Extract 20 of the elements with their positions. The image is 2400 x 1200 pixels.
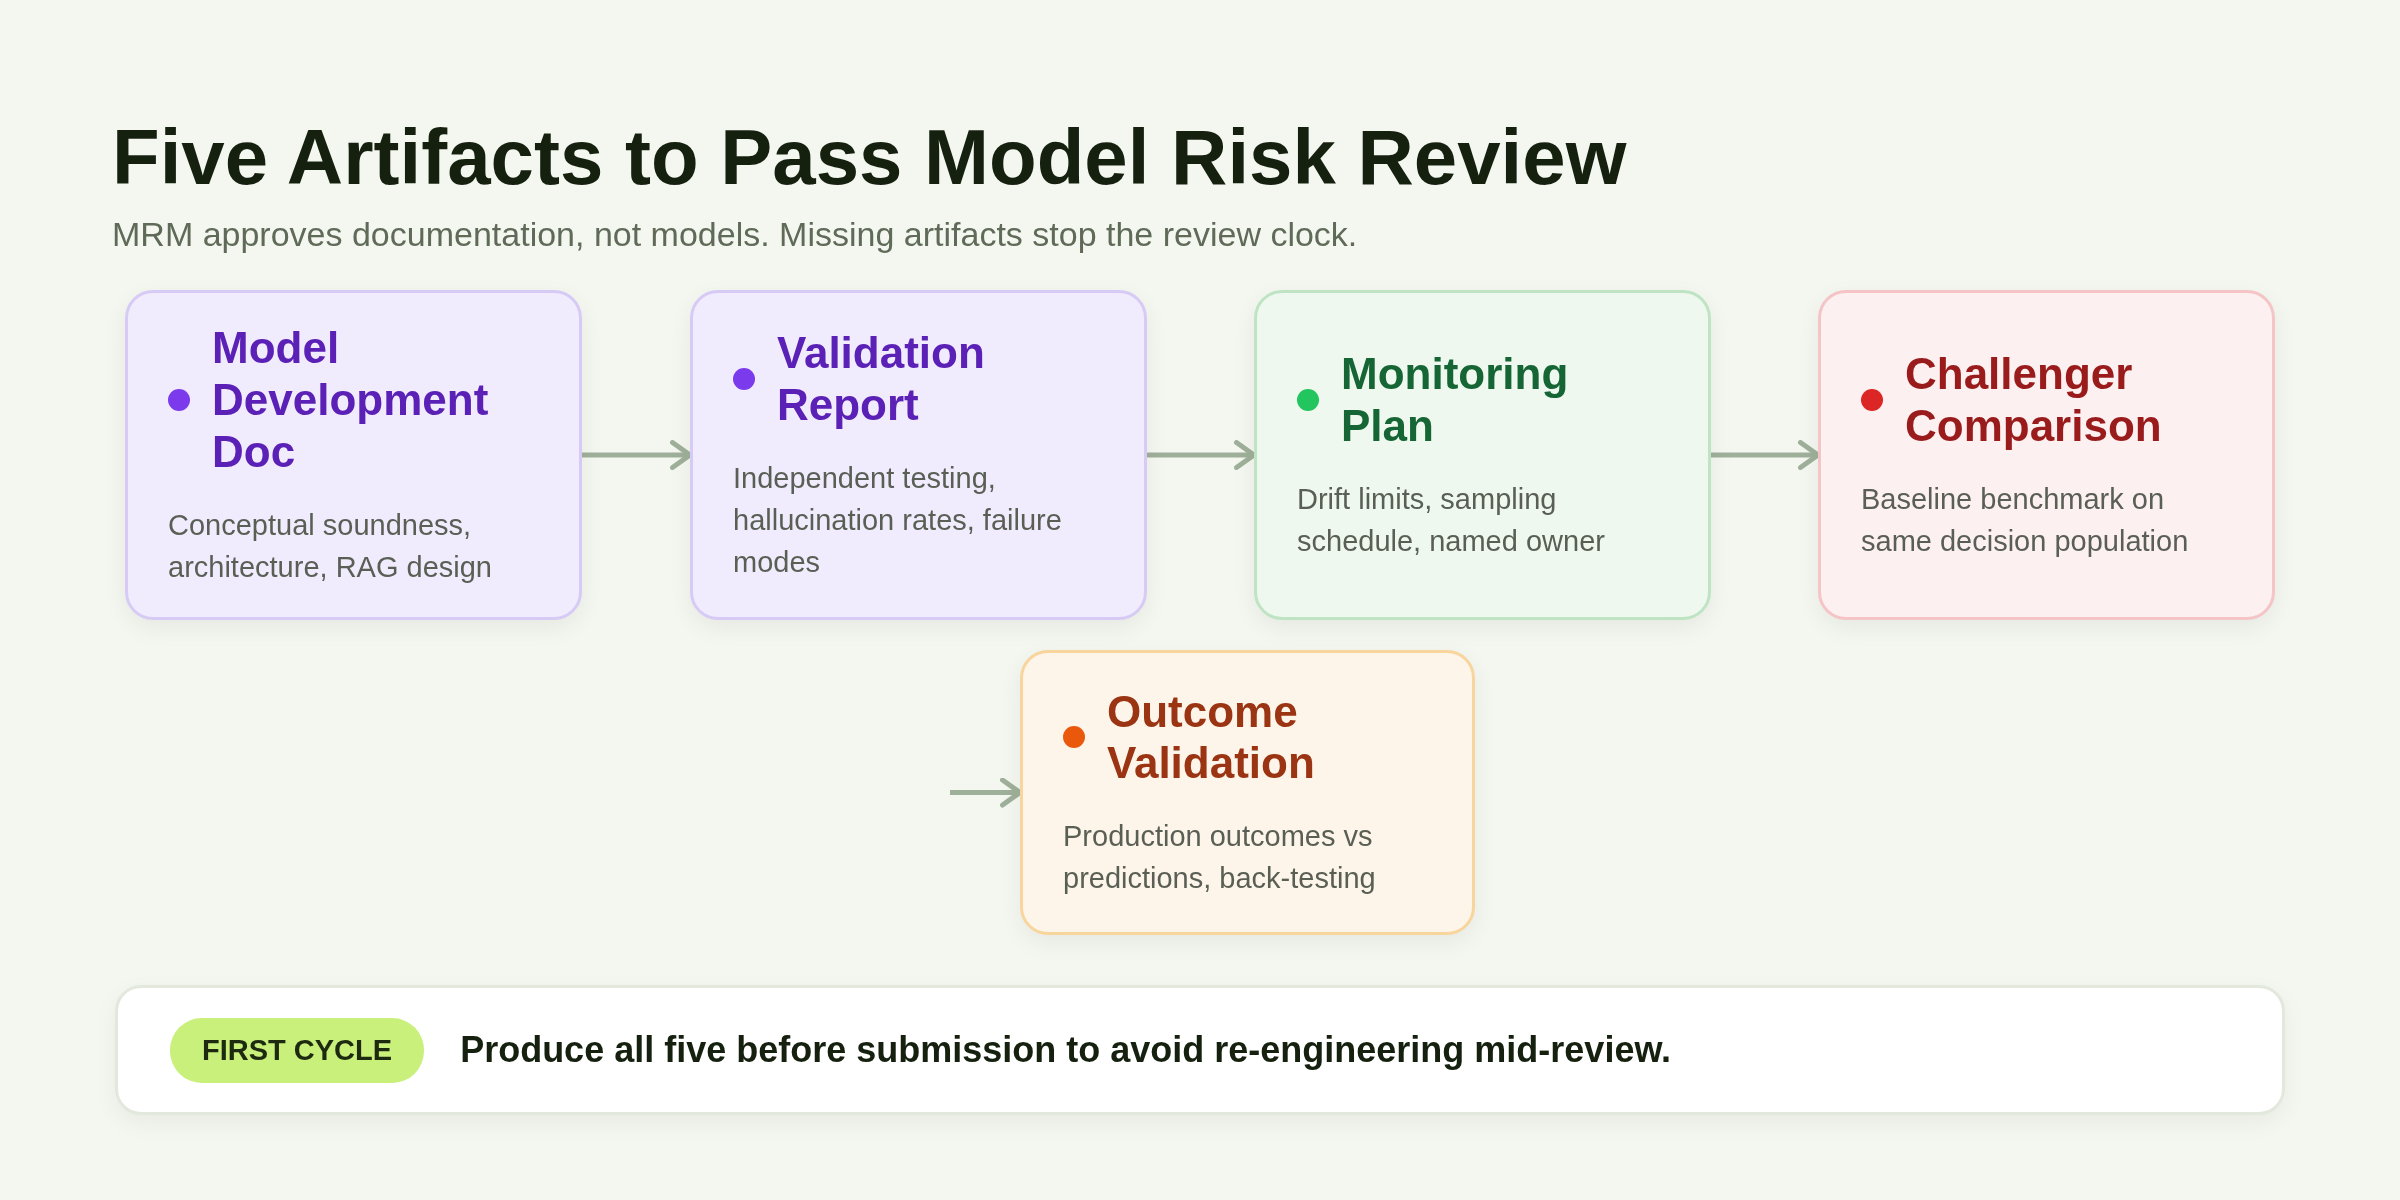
title: Five Artifacts to Pass Model Risk Review	[112, 112, 1627, 203]
card-heading: Model Development Doc	[212, 322, 490, 478]
process-card	[1818, 290, 2275, 620]
process-card	[1020, 650, 1475, 935]
process-card	[690, 290, 1147, 620]
card-description: Baseline benchmark on same decision population	[1861, 481, 2190, 559]
card-description: Drift limits, sampling schedule, named owner	[1297, 481, 1606, 559]
card-heading: Challenger Comparison	[1905, 348, 2163, 452]
card-description: Production outcomes vs predictions, back-testing	[1063, 819, 1377, 897]
note-banner	[115, 985, 2285, 1115]
card-heading: Monitoring Plan	[1341, 348, 1570, 452]
tag-pill: FIRST CYCLE	[170, 1017, 425, 1083]
subtitle: MRM approves documentation, not models. Missing artifacts stop the review clock.	[112, 215, 1358, 254]
process-card	[1254, 290, 1711, 620]
card-description: Independent testing, hallucination rates, failure modes	[733, 460, 1063, 580]
card-description: Conceptual soundness, architecture, RAG design	[168, 507, 493, 585]
card-heading: Validation Report	[777, 327, 986, 431]
banner-text: Produce all five before submission to avoid re-engineering mid-review.	[460, 1029, 1672, 1071]
card-heading: Outcome Validation	[1107, 685, 1316, 790]
process-card	[125, 290, 582, 620]
